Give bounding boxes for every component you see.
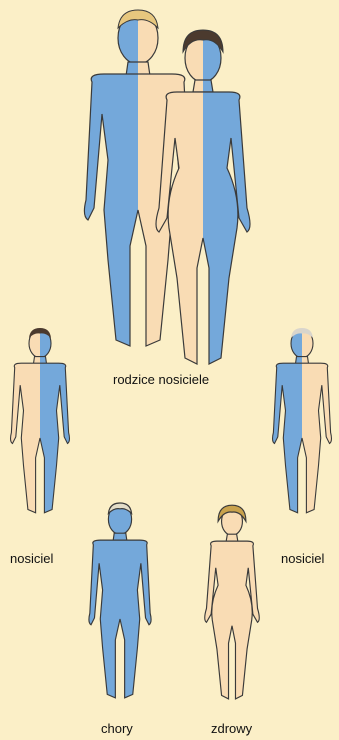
child-healthy: [205, 505, 260, 699]
carrier-right-label: nosiciel: [281, 551, 324, 566]
affected-label: chory: [101, 721, 133, 736]
carrier-left-label: nosiciel: [10, 551, 53, 566]
child-carrier-left: [11, 328, 70, 513]
child-affected: [89, 503, 151, 698]
child-carrier-right: [273, 328, 332, 513]
healthy-label: zdrowy: [211, 721, 252, 736]
parents-label: rodzice nosiciele: [113, 372, 209, 387]
